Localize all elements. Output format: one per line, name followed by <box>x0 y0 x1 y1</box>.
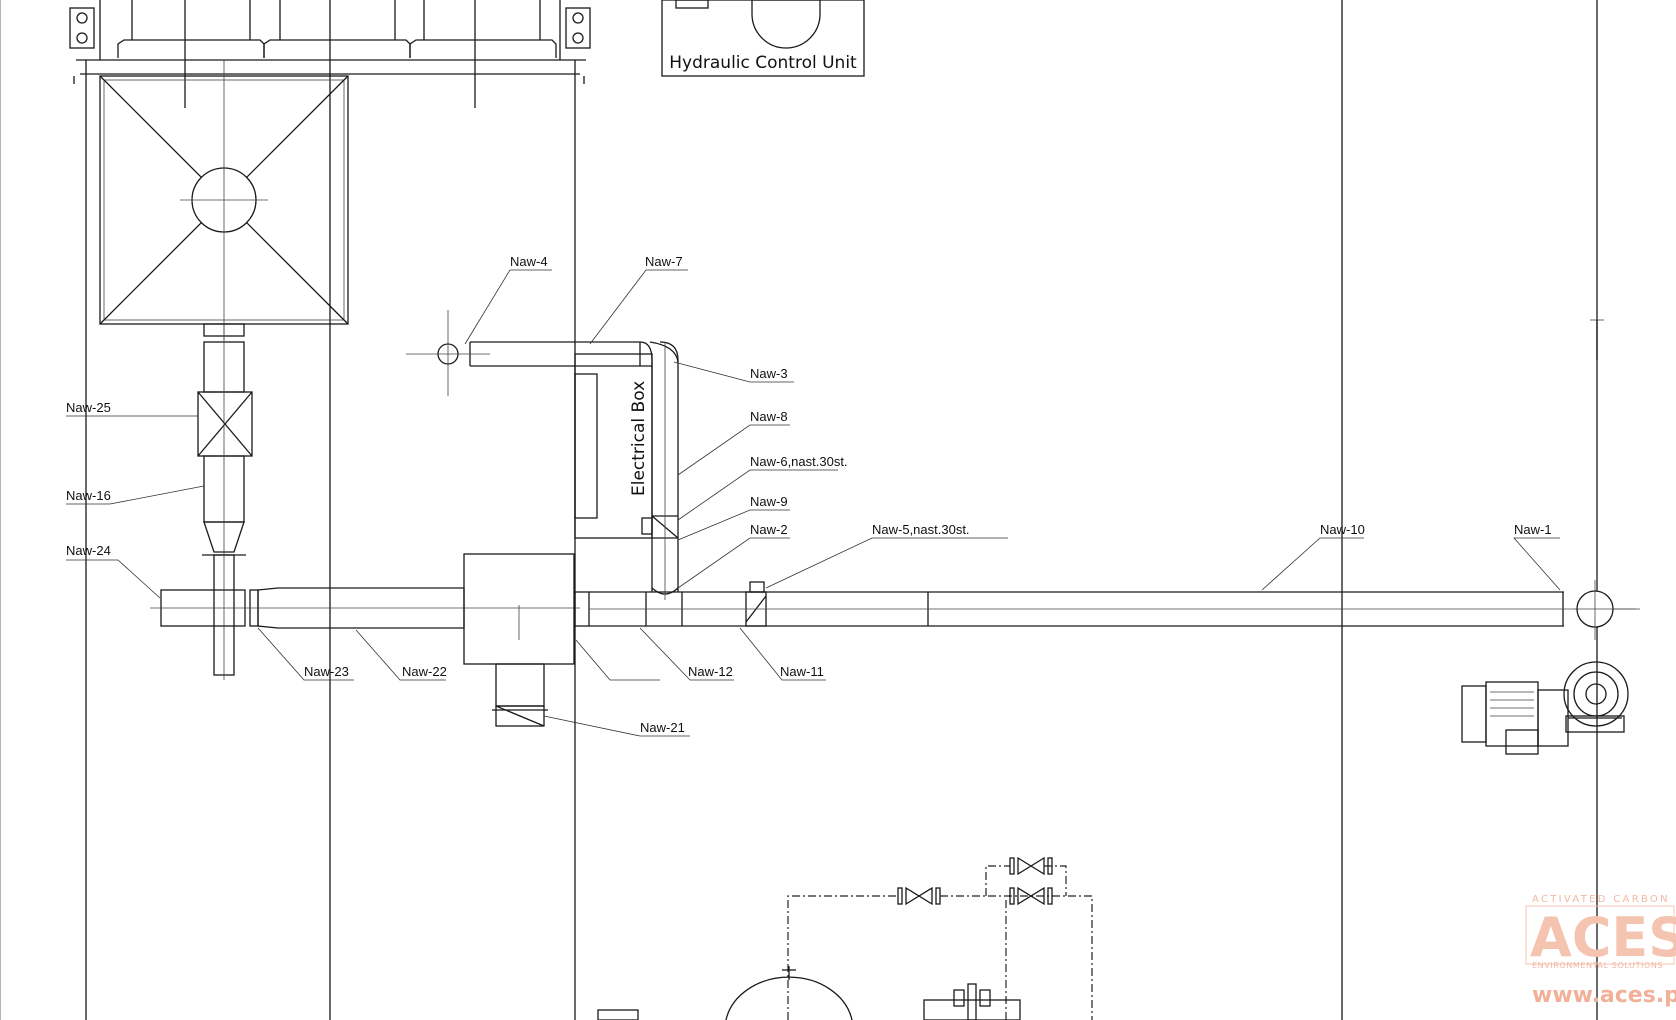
callout-naw-24: Naw-24 <box>66 543 111 558</box>
callout-naw-12: Naw-12 <box>688 664 733 679</box>
logo-subline: ENVIRONMENTAL SOLUTIONS <box>1532 961 1663 970</box>
callout-naw-7: Naw-7 <box>645 254 683 269</box>
motor-gearbox <box>1461 661 1629 755</box>
logo-name: ACES <box>1530 906 1676 969</box>
callout-naw-8: Naw-8 <box>750 409 788 424</box>
hopper-box <box>99 60 349 340</box>
callout-naw-2: Naw-2 <box>750 522 788 537</box>
callout-naw-21: Naw-21 <box>640 720 685 735</box>
callout-naw-10: Naw-10 <box>1320 522 1365 537</box>
callout-naw-11: Naw-11 <box>780 664 824 679</box>
callout-naw-6: Naw-6,nast.30st. <box>750 454 848 469</box>
callout-naw-22: Naw-22 <box>402 664 447 679</box>
main-pipe-left <box>150 553 580 727</box>
aces-logo: ACTIVATED CARBON ACES ENVIRONMENTAL SOLU… <box>1525 894 1676 1008</box>
top-hopper-assembly <box>69 0 591 108</box>
main-pipe-right <box>574 580 1640 640</box>
electrical-box-label: Electrical Box <box>629 381 649 496</box>
callout-leaders <box>66 269 1561 737</box>
feed-column <box>197 323 253 680</box>
structure-lines <box>0 0 1604 1020</box>
hydraulic-control-unit: Hydraulic Control Unit <box>661 0 865 77</box>
riser-and-elbow: Electrical Box <box>406 310 679 600</box>
callout-naw-4: Naw-4 <box>510 254 548 269</box>
logo-url: www.aces.pl <box>1532 983 1676 1008</box>
hydraulic-unit-label: Hydraulic Control Unit <box>669 53 857 73</box>
callout-naw-23: Naw-23 <box>304 664 349 679</box>
lower-piping <box>597 856 1093 1020</box>
logo-tagline: ACTIVATED CARBON <box>1532 894 1670 905</box>
callout-naw-16: Naw-16 <box>66 488 111 503</box>
callout-naw-9: Naw-9 <box>750 494 788 509</box>
callout-naw-1: Naw-1 <box>1514 522 1552 537</box>
callout-naw-5: Naw-5,nast.30st. <box>872 522 970 537</box>
callout-labels: Naw-4 Naw-7 Naw-3 Naw-8 Naw-6,nast.30st.… <box>66 254 1552 735</box>
callout-naw-3: Naw-3 <box>750 366 788 381</box>
callout-naw-25: Naw-25 <box>66 400 111 415</box>
